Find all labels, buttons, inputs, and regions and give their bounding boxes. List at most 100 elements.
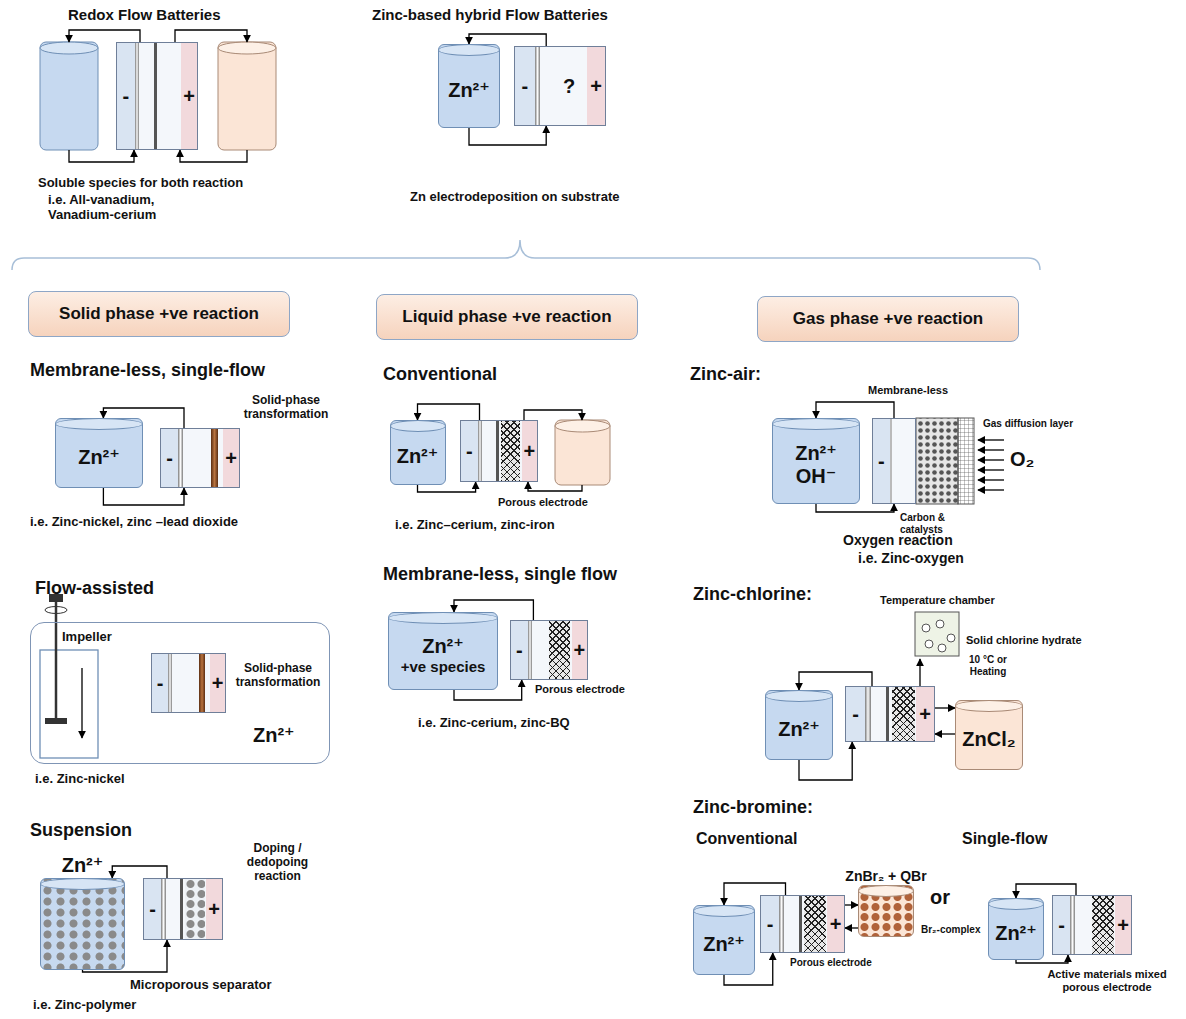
illustration-part: [218, 42, 276, 150]
illustration-part: [69, 30, 140, 42]
species-label: +ve species: [401, 658, 486, 675]
porous-electrode: [501, 421, 521, 481]
solid-electrode: [199, 654, 206, 712]
polarity-sign-holder: -: [157, 673, 164, 693]
species-label-holder: Zn²⁺: [448, 79, 490, 102]
electrolyte-tank: Zn²⁺: [988, 898, 1044, 960]
annotation-label-holder: i.e. Zinc-oxygen: [858, 550, 964, 566]
flow-connector: [935, 707, 955, 708]
polarity-sign-holder: -: [166, 448, 173, 468]
annotation-label: i.e. Zinc–cerium, zinc-iron: [395, 518, 555, 533]
annotation-label-holder: Membrane-less: [868, 384, 948, 397]
polarity-sign: -: [767, 914, 774, 934]
tank-cap: [390, 420, 446, 432]
annotation-label-holder: Impeller: [62, 630, 112, 645]
membrane: [496, 421, 499, 481]
annotation-label: Membrane-less: [868, 384, 948, 397]
annotation-label: Gas diffusion layer: [983, 418, 1073, 430]
annotation-label: Solid-phase transformation: [236, 394, 336, 422]
cell-stack: -+: [143, 878, 223, 940]
annotation-label: i.e. Zinc-cerium, zinc-BQ: [418, 716, 570, 731]
illustration-part: [936, 620, 944, 628]
illustration-part: [947, 634, 955, 642]
species-label-holder: Zn²⁺: [422, 635, 464, 658]
electrolyte-tank: Zn²⁺: [765, 690, 833, 760]
annotation-label-holder: or: [930, 886, 950, 909]
redox-flow-lines: [69, 30, 247, 162]
zinc-substrate: [890, 419, 893, 503]
cell-stack: -+: [510, 620, 588, 680]
tank-label-holder: Zn²⁺: [62, 854, 104, 877]
annotation-label: Zinc-chlorine:: [693, 584, 812, 605]
cell-stack: -+: [460, 420, 538, 482]
tank-cap: [40, 878, 125, 890]
illustration-part: [978, 439, 1004, 440]
temperature-chamber: [915, 612, 959, 686]
polarity-sign-holder: +: [183, 86, 195, 106]
species-label: Zn²⁺: [448, 79, 490, 102]
tank-text-area: Zn²⁺: [56, 419, 142, 487]
polarity-sign-holder: +: [590, 76, 602, 96]
polarity-sign: +: [183, 86, 195, 106]
illustration-part: [175, 30, 247, 42]
illustration-part: [916, 418, 958, 504]
species-label-holder: OH⁻: [796, 465, 837, 488]
species-label-holder: Zn²⁺: [78, 446, 120, 469]
species-label-holder: Zn²⁺: [778, 718, 820, 741]
species-label: Zn²⁺: [795, 442, 837, 465]
membrane: [886, 687, 889, 741]
redox-tanks: [40, 42, 276, 150]
polarity-sign: +: [225, 448, 237, 468]
category-title-holder: Solid phase +ve reaction: [59, 304, 259, 324]
tank-cap: [858, 885, 914, 897]
electrolyte-tank: Zn²⁺: [390, 420, 446, 485]
tank-cap: [438, 44, 500, 56]
annotation-label: Solid chlorine hydrate: [966, 634, 1082, 647]
flow-connector: [112, 866, 167, 878]
illustration-part: [45, 718, 67, 724]
annotation-label-holder: O₂: [1010, 448, 1034, 471]
annotation-label-holder: Br₂-complex: [921, 924, 980, 936]
cell-stack: -+: [1052, 895, 1132, 955]
illustration-part: [958, 418, 974, 504]
zinc-substrate: [478, 421, 483, 481]
category-title-holder: Gas phase +ve reaction: [793, 309, 983, 329]
species-label: Zn²⁺: [995, 922, 1037, 945]
flow-connector: [418, 404, 480, 420]
polarity-sign: -: [522, 76, 529, 96]
polarity-sign: -: [878, 451, 885, 471]
category-box: Liquid phase +ve reaction: [376, 294, 638, 340]
annotation-label: Single-flow: [962, 830, 1047, 848]
illustration-part: [555, 420, 610, 485]
zinc-substrate: [161, 879, 166, 939]
annotation-label-holder: Redox Flow Batteries: [68, 6, 221, 23]
polarity-sign: -: [149, 899, 156, 919]
polarity-sign: ?: [563, 76, 575, 96]
membrane: [180, 879, 183, 939]
annotation-label: i.e. Zinc-nickel, zinc –lead dioxide: [30, 515, 238, 530]
cell-stack: -? +: [514, 46, 606, 126]
polarity-sign: +: [574, 640, 586, 660]
cell-stack: -+: [760, 895, 845, 953]
annotation-label-holder: Zinc-air:: [690, 364, 761, 385]
porous-electrode: [1092, 896, 1114, 954]
oxygen-arrows: [978, 440, 1004, 490]
annotation-label-holder: Microporous separator: [130, 978, 272, 993]
illustration-part: [915, 612, 959, 656]
species-label-holder: ZnCl₂: [962, 728, 1015, 751]
polarity-sign: +: [919, 704, 931, 724]
annotation-label: Redox Flow Batteries: [68, 6, 221, 23]
polarity-sign-holder: -: [1058, 915, 1065, 935]
annotation-label-holder: i.e. All-vanadium, Vanadium-cerium: [48, 193, 183, 223]
illustration-part: [922, 624, 930, 632]
tank-text-area: Zn²⁺: [391, 421, 445, 484]
polarity-sign-holder: +: [524, 441, 536, 461]
tank-text-area: Zn²⁺OH⁻: [773, 419, 859, 503]
polarity-sign-holder: -: [767, 914, 774, 934]
polarity-sign-holder: +: [1117, 915, 1129, 935]
cell-stack: -+: [160, 428, 240, 488]
species-label-holder: +ve species: [401, 658, 486, 675]
annotation-label: Solid-phase transformation: [232, 662, 324, 690]
